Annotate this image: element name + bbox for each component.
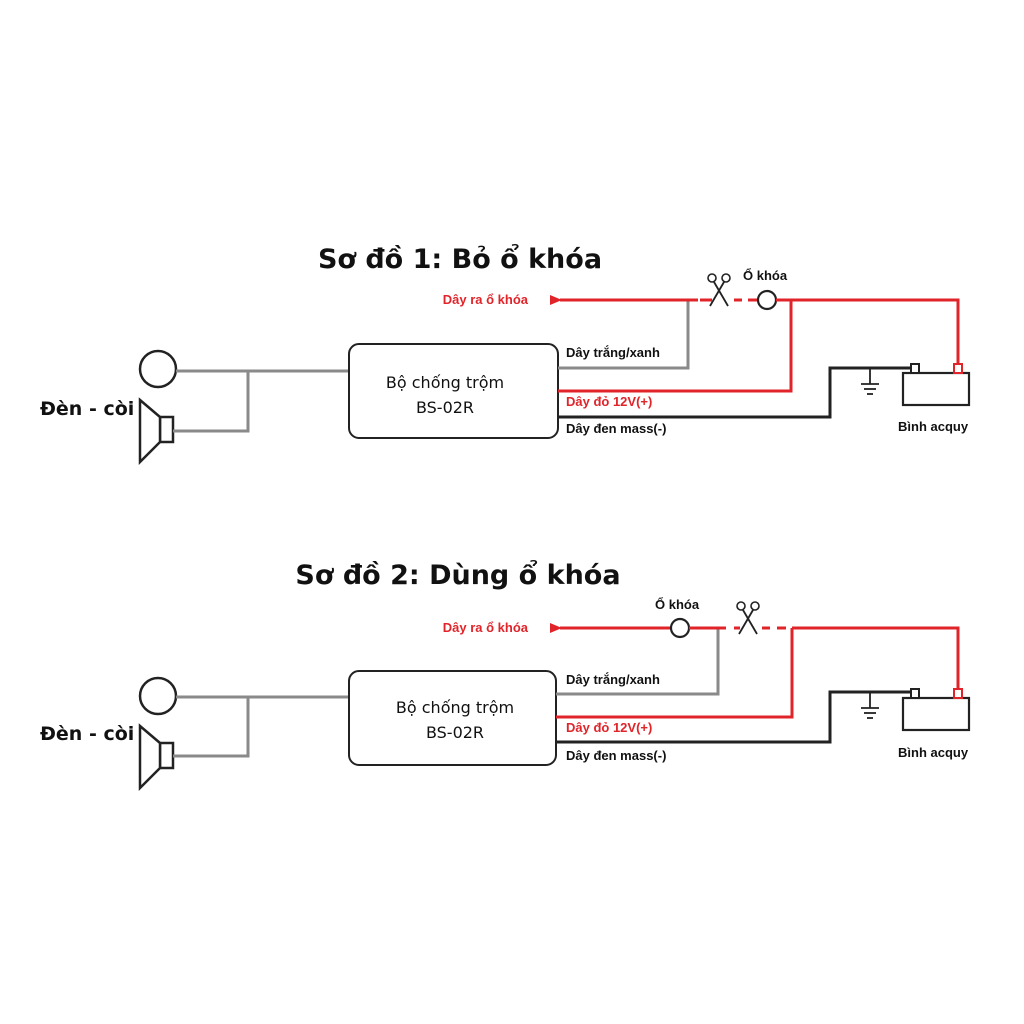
lock-output-label: Dây ra ổ khóa [443, 620, 529, 635]
lock-output-label: Dây ra ổ khóa [443, 292, 529, 307]
module-name: Bộ chống trộm [386, 373, 504, 392]
lock-label: Ổ khóa [743, 268, 788, 283]
scissors-icon [736, 601, 760, 635]
anti-theft-module [348, 670, 557, 766]
white-blue-wire [556, 628, 720, 696]
lamp-icon [138, 676, 178, 716]
module-model: BS-02R [426, 723, 484, 742]
white-blue-wire [558, 300, 690, 370]
module-model: BS-02R [416, 398, 474, 417]
lock-label: Ổ khóa [655, 597, 700, 612]
ignition-lock-icon [756, 289, 778, 311]
black-wire-label: Dây đen mass(-) [566, 421, 666, 436]
ignition-lock-icon [669, 617, 691, 639]
battery-positive-wire [792, 626, 960, 693]
scissors-icon [707, 273, 731, 307]
red-12v-wire [558, 300, 793, 393]
lamp-icon [138, 349, 178, 389]
horn-icon [138, 723, 175, 792]
horn-icon [138, 397, 175, 466]
horn-wire [173, 371, 250, 433]
module-name: Bộ chống trộm [396, 698, 514, 717]
ground-icon [861, 692, 879, 719]
black-ground-wire [558, 366, 915, 419]
red-12v-wire [556, 628, 794, 719]
light-horn-label: Đèn - còi [40, 723, 134, 745]
horn-wire [173, 697, 250, 758]
white-wire-label: Dây trắng/xanh [566, 345, 660, 360]
black-wire-label: Dây đen mass(-) [566, 748, 666, 763]
diagram-1-title: Sơ đồ 1: Bỏ ổ khóa [318, 242, 602, 275]
white-wire-label: Dây trắng/xanh [566, 672, 660, 687]
battery-label: Bình acquy [898, 419, 969, 434]
battery-icon [901, 363, 971, 407]
diagram-2-title: Sơ đồ 2: Dùng ổ khóa [295, 558, 620, 591]
diagram-2: Sơ đồ 2: Dùng ổ khóa Đèn - còi Bộ chống … [40, 558, 971, 792]
black-ground-wire [556, 690, 915, 744]
battery-label: Bình acquy [898, 745, 969, 760]
ground-icon [861, 368, 879, 395]
red-wire-label: Dây đỏ 12V(+) [566, 720, 652, 735]
battery-positive-wire [776, 298, 960, 369]
battery-icon [901, 688, 971, 732]
diagram-1: Sơ đồ 1: Bỏ ổ khóa Đèn - còi Bộ chống tr… [40, 242, 971, 466]
light-horn-label: Đèn - còi [40, 398, 134, 420]
red-wire-label: Dây đỏ 12V(+) [566, 394, 652, 409]
